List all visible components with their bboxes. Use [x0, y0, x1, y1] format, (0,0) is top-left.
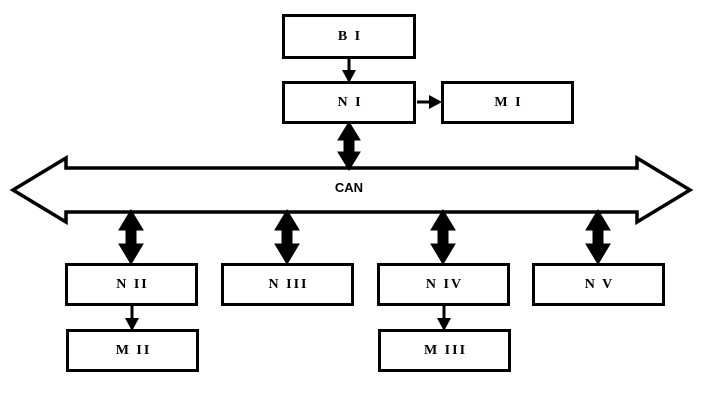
- connector-can-to-nv[interactable]: [585, 209, 611, 265]
- node-nii-label: N II: [116, 276, 149, 292]
- arrow-head: [342, 70, 356, 83]
- thick-double-arrow-shape: [118, 209, 144, 265]
- connector-bi-to-ni[interactable]: [342, 59, 356, 83]
- connector-can-to-nii[interactable]: [118, 209, 144, 265]
- connector-ni-to-can[interactable]: [337, 121, 361, 171]
- can-bus[interactable]: [9, 154, 694, 226]
- node-bi-label: B I: [337, 28, 363, 44]
- arrow-head: [437, 318, 451, 331]
- node-niv[interactable]: N IV: [377, 263, 510, 306]
- node-bi[interactable]: B I: [282, 14, 416, 59]
- node-niv-label: N IV: [425, 276, 464, 292]
- node-ni[interactable]: N I: [282, 81, 416, 124]
- node-mi-label: M I: [494, 94, 523, 110]
- can-bus-outline: [9, 154, 694, 226]
- node-ni-label: N I: [337, 94, 363, 110]
- node-niii-label: N III: [268, 276, 309, 292]
- arrow-head: [125, 318, 139, 331]
- node-mi[interactable]: M I: [441, 81, 574, 124]
- connector-ni-to-mi[interactable]: [417, 95, 442, 109]
- thick-double-arrow-shape: [430, 209, 456, 265]
- thick-double-arrow-shape: [337, 121, 361, 171]
- thick-double-arrow-shape: [274, 209, 300, 265]
- thick-double-arrow-shape: [585, 209, 611, 265]
- node-niii[interactable]: N III: [221, 263, 354, 306]
- node-mii[interactable]: M II: [66, 329, 199, 372]
- connector-niv-to-miii[interactable]: [437, 306, 451, 331]
- can-bus-label: CAN: [334, 180, 364, 195]
- connector-can-to-niv[interactable]: [430, 209, 456, 265]
- node-nv[interactable]: N V: [532, 263, 665, 306]
- arrow-head: [429, 95, 442, 109]
- node-nv-label: N V: [584, 276, 615, 292]
- node-miii-label: M III: [423, 342, 468, 358]
- connector-nii-to-mii[interactable]: [125, 306, 139, 331]
- node-miii[interactable]: M III: [378, 329, 511, 372]
- connector-can-to-niii[interactable]: [274, 209, 300, 265]
- node-nii[interactable]: N II: [65, 263, 198, 306]
- node-mii-label: M II: [115, 342, 152, 358]
